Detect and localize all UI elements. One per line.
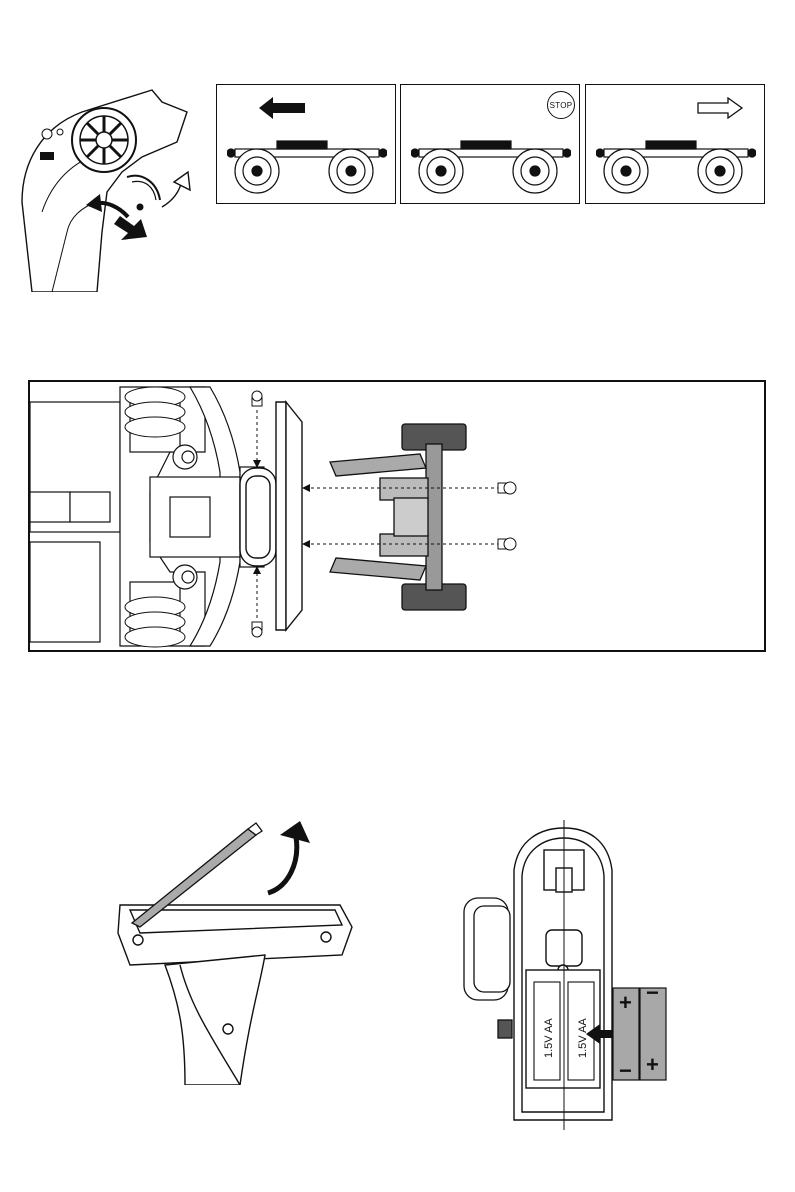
throttle-panel-forward (585, 84, 765, 204)
rc-truck-icon (411, 127, 571, 199)
battery-cell-label-2: 1.5V AA (577, 1018, 589, 1058)
rc-truck-icon (596, 127, 756, 199)
battery-minus-icon-2: − (646, 980, 659, 1005)
battery-cover-illustration (110, 815, 370, 1085)
stop-sign-icon: STOP (547, 91, 575, 119)
throttle-panel-reverse (216, 84, 396, 204)
throttle-panel-stop: STOP (400, 84, 580, 204)
rc-truck-icon (227, 127, 387, 199)
bumper-assembly-panel (28, 380, 766, 652)
screw-bottom-icon (252, 566, 262, 637)
stop-label: STOP (550, 101, 573, 110)
battery-minus-icon: − (619, 1058, 632, 1083)
bumper-assembly-diagram (30, 382, 764, 650)
battery-plus-icon: + (619, 990, 632, 1015)
transmitter-trigger-illustration (12, 82, 212, 292)
arrow-left-filled-icon (259, 97, 307, 119)
screw-top-icon (252, 391, 262, 468)
battery-plus-icon-2: + (646, 1052, 659, 1077)
arrow-right-outline-icon (696, 97, 744, 119)
battery-cell-label-1: 1.5V AA (543, 1018, 555, 1058)
battery-install-illustration: 1.5V AA 1.5V AA + − − + (460, 820, 680, 1130)
